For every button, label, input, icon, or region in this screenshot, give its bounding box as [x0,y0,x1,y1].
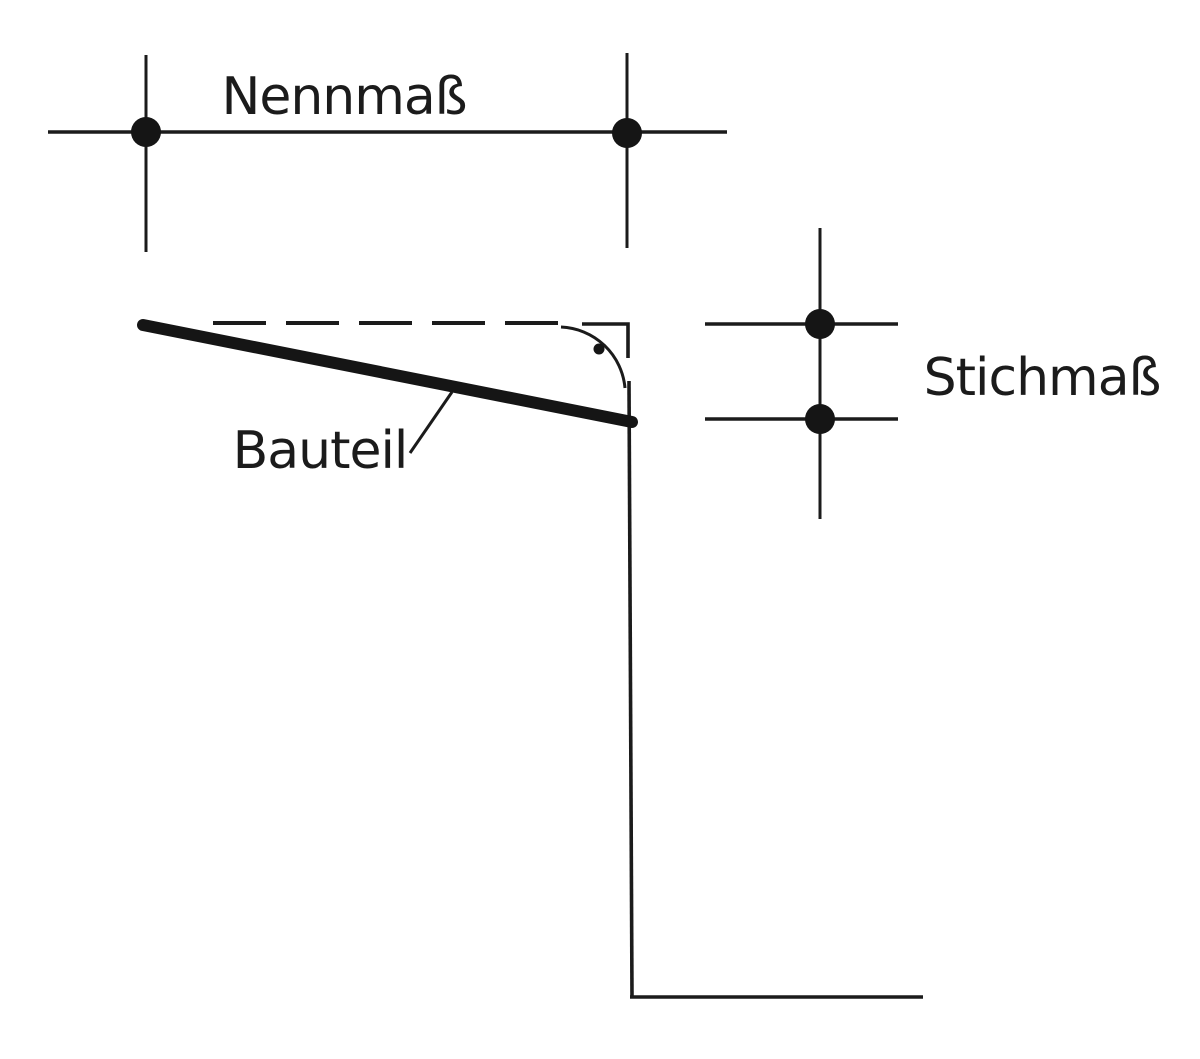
component-line [137,319,638,428]
measurement-point-dot-upper [805,309,835,339]
measurement-point-dot-left [131,117,161,147]
component-group: Bauteil [137,319,638,481]
nennmass-dimension: Nennmaß [48,53,727,252]
nominal-position [213,321,630,389]
nominal-corner-mark [582,322,630,358]
bauteil-leader-line [408,391,454,454]
right-angle-dot [593,343,605,355]
stichmass-dimension: Stichmaß [705,228,1161,519]
measurement-point-dot-lower [805,404,835,434]
wall-outline [627,380,923,999]
right-angle-arc [560,325,627,389]
nennmass-label: Nennmaß [221,67,466,127]
bauteil-label: Bauteil [233,421,408,481]
measurement-point-dot-right [612,118,642,148]
wall-edge-line [627,380,634,998]
stichmass-label: Stichmaß [924,348,1161,408]
